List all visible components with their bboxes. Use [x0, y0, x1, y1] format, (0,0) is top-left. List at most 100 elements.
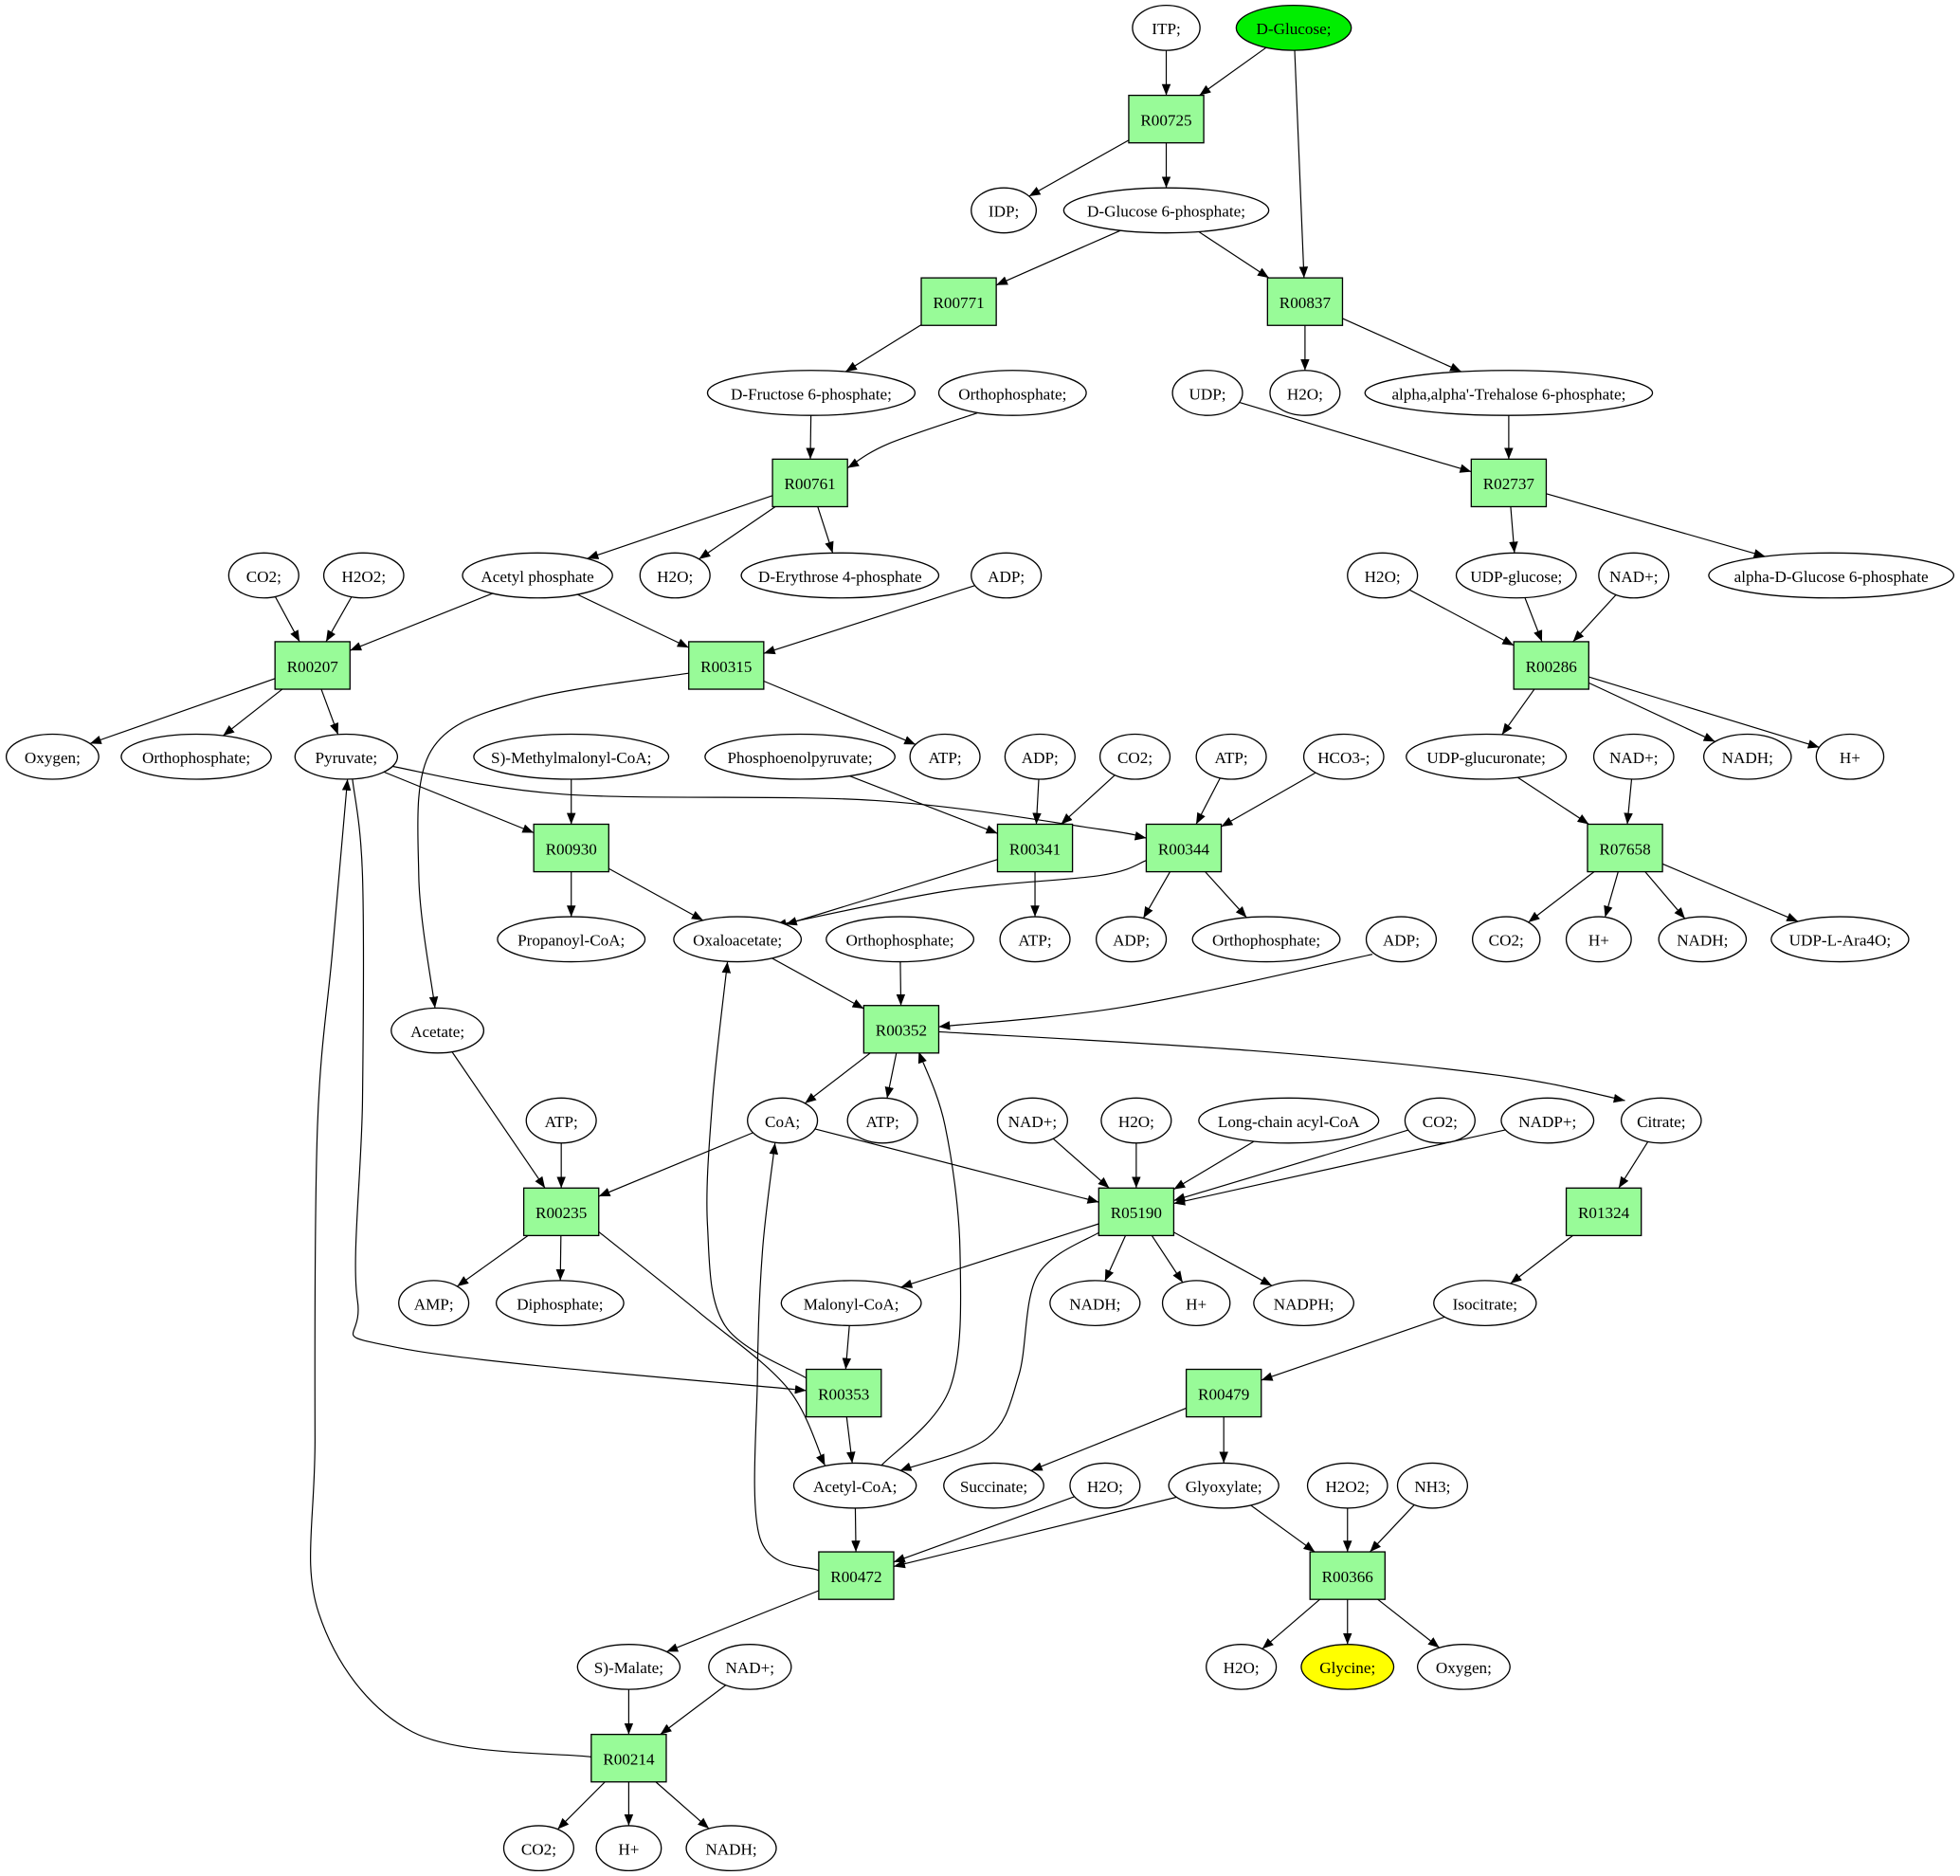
- compound-node-nadh4[interactable]: NADH;: [685, 1825, 777, 1872]
- reaction-node-R00725[interactable]: R00725: [1128, 94, 1205, 144]
- compound-node-glyox[interactable]: Glyoxylate;: [1168, 1462, 1279, 1509]
- compound-node-idp[interactable]: IDP;: [971, 187, 1038, 234]
- compound-node-nad1[interactable]: NAD+;: [1598, 552, 1670, 599]
- compound-node-pi2[interactable]: Orthophosphate;: [120, 733, 272, 780]
- compound-node-udpara[interactable]: UDP-L-Ara4O;: [1770, 916, 1910, 963]
- compound-node-e4p[interactable]: D-Erythrose 4-phosphate: [740, 552, 940, 599]
- compound-node-nadph[interactable]: NADPH;: [1253, 1280, 1355, 1327]
- compound-node-nad2[interactable]: NAD+;: [1592, 733, 1675, 780]
- reaction-node-R00341[interactable]: R00341: [996, 823, 1074, 873]
- compound-node-adp3[interactable]: ADP;: [1095, 916, 1168, 963]
- reaction-node-R00472[interactable]: R00472: [818, 1551, 895, 1600]
- compound-node-coa[interactable]: CoA;: [747, 1097, 819, 1144]
- compound-node-t6p[interactable]: alpha,alpha'-Trehalose 6-phosphate;: [1364, 370, 1654, 416]
- reaction-node-R05190[interactable]: R05190: [1098, 1187, 1175, 1237]
- compound-node-nadh1[interactable]: NADH;: [1702, 733, 1792, 780]
- compound-node-udp1[interactable]: UDP;: [1171, 370, 1243, 416]
- compound-node-adp4[interactable]: ADP;: [1365, 916, 1438, 963]
- compound-node-nh3[interactable]: NH3;: [1396, 1462, 1469, 1509]
- compound-node-atp5[interactable]: ATP;: [846, 1097, 918, 1144]
- compound-node-udpg[interactable]: UDP-glucose;: [1455, 552, 1577, 599]
- reaction-node-R01324[interactable]: R01324: [1565, 1187, 1642, 1237]
- compound-node-h2o3[interactable]: H2O;: [1347, 552, 1419, 599]
- compound-node-co2e[interactable]: CO2;: [502, 1825, 575, 1872]
- compound-node-accoa[interactable]: Acetyl-CoA;: [792, 1462, 917, 1509]
- compound-node-atp1[interactable]: ATP;: [909, 733, 981, 780]
- compound-node-citrate[interactable]: Citrate;: [1620, 1097, 1702, 1144]
- compound-node-succ[interactable]: Succinate;: [943, 1462, 1044, 1509]
- compound-node-ag6p[interactable]: alpha-D-Glucose 6-phosphate: [1708, 552, 1955, 599]
- compound-node-hp4[interactable]: H+: [595, 1825, 662, 1872]
- compound-node-oaa[interactable]: Oxaloacetate;: [673, 916, 803, 963]
- compound-ellipse: [5, 733, 100, 780]
- compound-node-atp2[interactable]: ATP;: [1195, 733, 1267, 780]
- compound-node-pi4[interactable]: Orthophosphate;: [1191, 916, 1341, 963]
- reaction-node-R00344[interactable]: R00344: [1145, 823, 1223, 873]
- compound-node-oxy2[interactable]: Oxygen;: [1416, 1644, 1511, 1690]
- compound-node-pyr[interactable]: Pyruvate;: [294, 733, 399, 780]
- compound-ellipse: [1100, 1097, 1172, 1144]
- reaction-node-R00207[interactable]: R00207: [274, 641, 351, 690]
- compound-node-smmcoa[interactable]: S)-Methylmalonyl-CoA;: [473, 733, 670, 780]
- compound-node-h2o2[interactable]: H2O;: [639, 552, 711, 599]
- compound-node-h2o2a[interactable]: H2O2;: [322, 552, 405, 599]
- compound-node-co2c[interactable]: CO2;: [1471, 916, 1541, 963]
- compound-node-nadh2[interactable]: NADH;: [1658, 916, 1748, 963]
- compound-node-h2o5[interactable]: H2O;: [1069, 1462, 1141, 1509]
- compound-node-atp4[interactable]: ATP;: [525, 1097, 597, 1144]
- compound-ellipse: [1306, 1462, 1388, 1509]
- compound-node-hp1[interactable]: H+: [1815, 733, 1885, 780]
- compound-node-hp2[interactable]: H+: [1565, 916, 1632, 963]
- compound-node-acp[interactable]: Acetyl phosphate: [462, 552, 613, 599]
- reaction-node-R00214[interactable]: R00214: [590, 1733, 667, 1783]
- compound-node-nadp[interactable]: NADP+;: [1500, 1097, 1595, 1144]
- compound-node-malcoa[interactable]: Malonyl-CoA;: [780, 1280, 922, 1327]
- compound-node-dglucose[interactable]: D-Glucose;: [1235, 4, 1352, 51]
- reaction-node-R00286[interactable]: R00286: [1513, 641, 1589, 690]
- compound-node-h2o2b[interactable]: H2O2;: [1306, 1462, 1388, 1509]
- reaction-node-R00761[interactable]: R00761: [771, 458, 848, 508]
- reaction-node-R00366[interactable]: R00366: [1309, 1551, 1386, 1600]
- reaction-node-R07658[interactable]: R07658: [1587, 823, 1663, 873]
- reaction-node-R00352[interactable]: R00352: [862, 1005, 940, 1054]
- compound-node-co2b[interactable]: CO2;: [1098, 733, 1171, 780]
- compound-node-udpgla[interactable]: UDP-glucuronate;: [1406, 733, 1568, 780]
- compound-node-pi3[interactable]: Orthophosphate;: [826, 916, 975, 963]
- compound-node-pep[interactable]: Phosphoenolpyruvate;: [704, 733, 896, 780]
- compound-node-co2d[interactable]: CO2;: [1404, 1097, 1476, 1144]
- compound-node-h2o6[interactable]: H2O;: [1206, 1644, 1278, 1690]
- compound-node-propcoa[interactable]: Propanoyl-CoA;: [497, 916, 646, 963]
- compound-node-f6p[interactable]: D-Fructose 6-phosphate;: [706, 370, 916, 416]
- compound-node-adp2[interactable]: ADP;: [1004, 733, 1076, 780]
- compound-node-ppi[interactable]: Diphosphate;: [495, 1280, 625, 1327]
- compound-node-pi1[interactable]: Orthophosphate;: [937, 370, 1087, 416]
- compound-node-hp3[interactable]: H+: [1161, 1280, 1231, 1327]
- compound-node-glycine[interactable]: Glycine;: [1300, 1644, 1395, 1690]
- compound-node-oxy1[interactable]: Oxygen;: [5, 733, 100, 780]
- compound-node-itp[interactable]: ITP;: [1132, 4, 1201, 51]
- reaction-node-R00479[interactable]: R00479: [1185, 1368, 1262, 1418]
- compound-node-nad4[interactable]: NAD+;: [708, 1644, 792, 1690]
- compound-node-co2a[interactable]: CO2;: [227, 552, 299, 599]
- reaction-node-R00315[interactable]: R00315: [688, 641, 765, 690]
- compound-node-atp3[interactable]: ATP;: [999, 916, 1071, 963]
- reaction-node-R00235[interactable]: R00235: [522, 1187, 600, 1237]
- compound-node-nad3[interactable]: NAD+;: [996, 1097, 1068, 1144]
- compound-node-smal[interactable]: S)-Malate;: [576, 1644, 681, 1690]
- compound-node-g6p[interactable]: D-Glucose 6-phosphate;: [1062, 187, 1270, 234]
- reaction-node-R00771[interactable]: R00771: [920, 277, 997, 326]
- edge-R00472-to-smal: [666, 1590, 820, 1652]
- compound-node-h2o4[interactable]: H2O;: [1100, 1097, 1172, 1144]
- compound-node-lcacoa[interactable]: Long-chain acyl-CoA: [1198, 1097, 1380, 1144]
- reaction-node-R02737[interactable]: R02737: [1470, 458, 1548, 508]
- compound-node-hco3[interactable]: HCO3-;: [1302, 733, 1385, 780]
- reaction-node-R00930[interactable]: R00930: [533, 823, 609, 873]
- compound-node-h2o1[interactable]: H2O;: [1269, 370, 1341, 416]
- compound-node-adp1[interactable]: ADP;: [971, 552, 1043, 599]
- compound-node-amp[interactable]: AMP;: [398, 1280, 470, 1327]
- compound-node-nadh3[interactable]: NADH;: [1049, 1280, 1141, 1327]
- reaction-node-R00353[interactable]: R00353: [806, 1368, 882, 1418]
- compound-node-acetate[interactable]: Acetate;: [390, 1007, 485, 1054]
- reaction-node-R00837[interactable]: R00837: [1266, 277, 1344, 326]
- compound-node-isocit[interactable]: Isocitrate;: [1433, 1280, 1537, 1327]
